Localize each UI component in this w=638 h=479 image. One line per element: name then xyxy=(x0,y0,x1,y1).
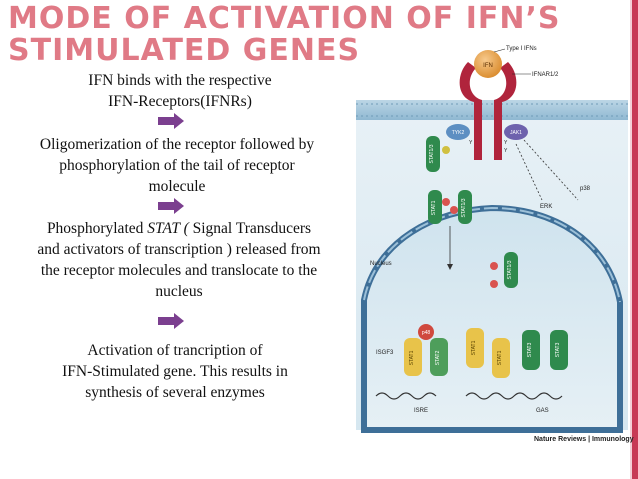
isgf3-stat1-label: STAT1 xyxy=(409,350,415,365)
ifn-label: IFN xyxy=(483,63,493,69)
ifn-ligand xyxy=(474,50,502,78)
stat-docked xyxy=(426,136,440,172)
isgf3-stat1 xyxy=(404,338,422,376)
stat-dimer-right-label: STAT1/3 xyxy=(461,198,467,217)
gas-stat3b-label: STAT3 xyxy=(555,342,561,357)
slide-title-line1: MODE OF ACTIVATION OF IFN’S xyxy=(8,1,561,36)
tyk2-label: TYK2 xyxy=(452,130,465,136)
step-2-line1: Oligomerization of the receptor followed… xyxy=(39,136,315,153)
isgf3-stat2 xyxy=(430,338,448,376)
dna-strand-gas xyxy=(465,392,563,400)
step-3-line2: and activators of transcription ) releas… xyxy=(37,241,321,258)
step-2-line3: molecule xyxy=(148,178,206,195)
step-1-text: IFN binds with the respective IFN-Recept… xyxy=(40,70,320,112)
step-2-line2: phosphorylation of the tail of receptor xyxy=(59,157,295,174)
nuclear-envelope xyxy=(361,204,623,433)
slide-title-line2: STIMULATED GENES xyxy=(8,33,361,68)
step-3-line4: nucleus xyxy=(155,283,203,300)
ifn-signaling-diagram: IFN Type I IFNs IFNAR1/2 TYK2 JAK1 Y Y Y… xyxy=(356,46,628,433)
p38-label: p38 xyxy=(580,186,591,192)
ifnar-label: IFNAR1/2 xyxy=(532,72,559,78)
gas-stat3a-label: STAT3 xyxy=(527,342,533,357)
right-accent-bar xyxy=(632,0,638,479)
svg-text:Y: Y xyxy=(504,140,508,146)
step-4-text: Activation of trancription of IFN-Stimul… xyxy=(30,340,320,403)
membrane-lipids xyxy=(356,103,628,117)
tyk2-kinase xyxy=(446,124,470,140)
figure-credit: Nature Reviews | Immunology xyxy=(534,436,634,443)
down-arrow-icon xyxy=(158,313,184,329)
p48-protein xyxy=(418,324,434,340)
isgf3-label: ISGF3 xyxy=(376,350,394,356)
stat-docked-label: STAT1/3 xyxy=(429,144,435,163)
gas-label: GAS xyxy=(536,408,549,414)
step-3-text: Phosphorylated STAT ( Signal Transducers… xyxy=(4,218,354,302)
step-4-line3: synthesis of several enzymes xyxy=(85,384,265,401)
stat-dimer-right xyxy=(458,190,472,224)
stat-dimer-left xyxy=(428,190,442,224)
gas-stat3a xyxy=(522,330,540,370)
ifnar-receptor xyxy=(459,62,482,160)
svg-text:Y: Y xyxy=(504,148,508,154)
step-1-line2: IFN-Receptors(IFNRs) xyxy=(108,93,252,110)
down-arrow-icon xyxy=(158,113,184,129)
step-2-text: Oligomerization of the receptor followed… xyxy=(4,134,350,197)
gas-stat1b-label: STAT1 xyxy=(497,350,503,365)
p48-label: p48 xyxy=(422,330,431,336)
isgf3-stat2-label: STAT2 xyxy=(435,350,441,365)
nuclear-stat-label: STAT1/3 xyxy=(507,260,513,279)
isre-label: ISRE xyxy=(414,408,428,414)
cell-membrane xyxy=(356,100,628,120)
down-arrow-icon xyxy=(158,198,184,214)
step-3-line1: Phosphorylated STAT ( Signal Transducers xyxy=(46,220,312,237)
tyrosine-sites: Y Y Y xyxy=(469,140,508,154)
nuclear-stat-dimer xyxy=(504,252,518,288)
right-accent-stripe xyxy=(630,0,632,479)
step-4-line1: Activation of trancription of xyxy=(87,342,263,359)
jak1-kinase xyxy=(504,124,528,140)
svg-text:Y: Y xyxy=(469,140,473,146)
type-i-ifns-label: Type I IFNs xyxy=(506,46,537,52)
dna-strand-isre xyxy=(375,392,437,400)
nucleus-label: Nucleus xyxy=(370,261,392,267)
jak1-label: JAK1 xyxy=(510,130,522,136)
erk-label: ERK xyxy=(540,204,552,210)
gas-stat3b xyxy=(550,330,568,370)
step-4-line2: IFN-Stimulated gene. This results in xyxy=(62,363,288,380)
step-3-line3: the receptor molecules and translocate t… xyxy=(40,262,318,279)
gas-stat1b xyxy=(492,338,510,378)
gas-stat1a-label: STAT1 xyxy=(471,340,477,355)
step-1-line1: IFN binds with the respective xyxy=(88,72,272,89)
stat-dimer-left-label: STAT1 xyxy=(431,200,437,215)
gas-stat1a xyxy=(466,328,484,368)
